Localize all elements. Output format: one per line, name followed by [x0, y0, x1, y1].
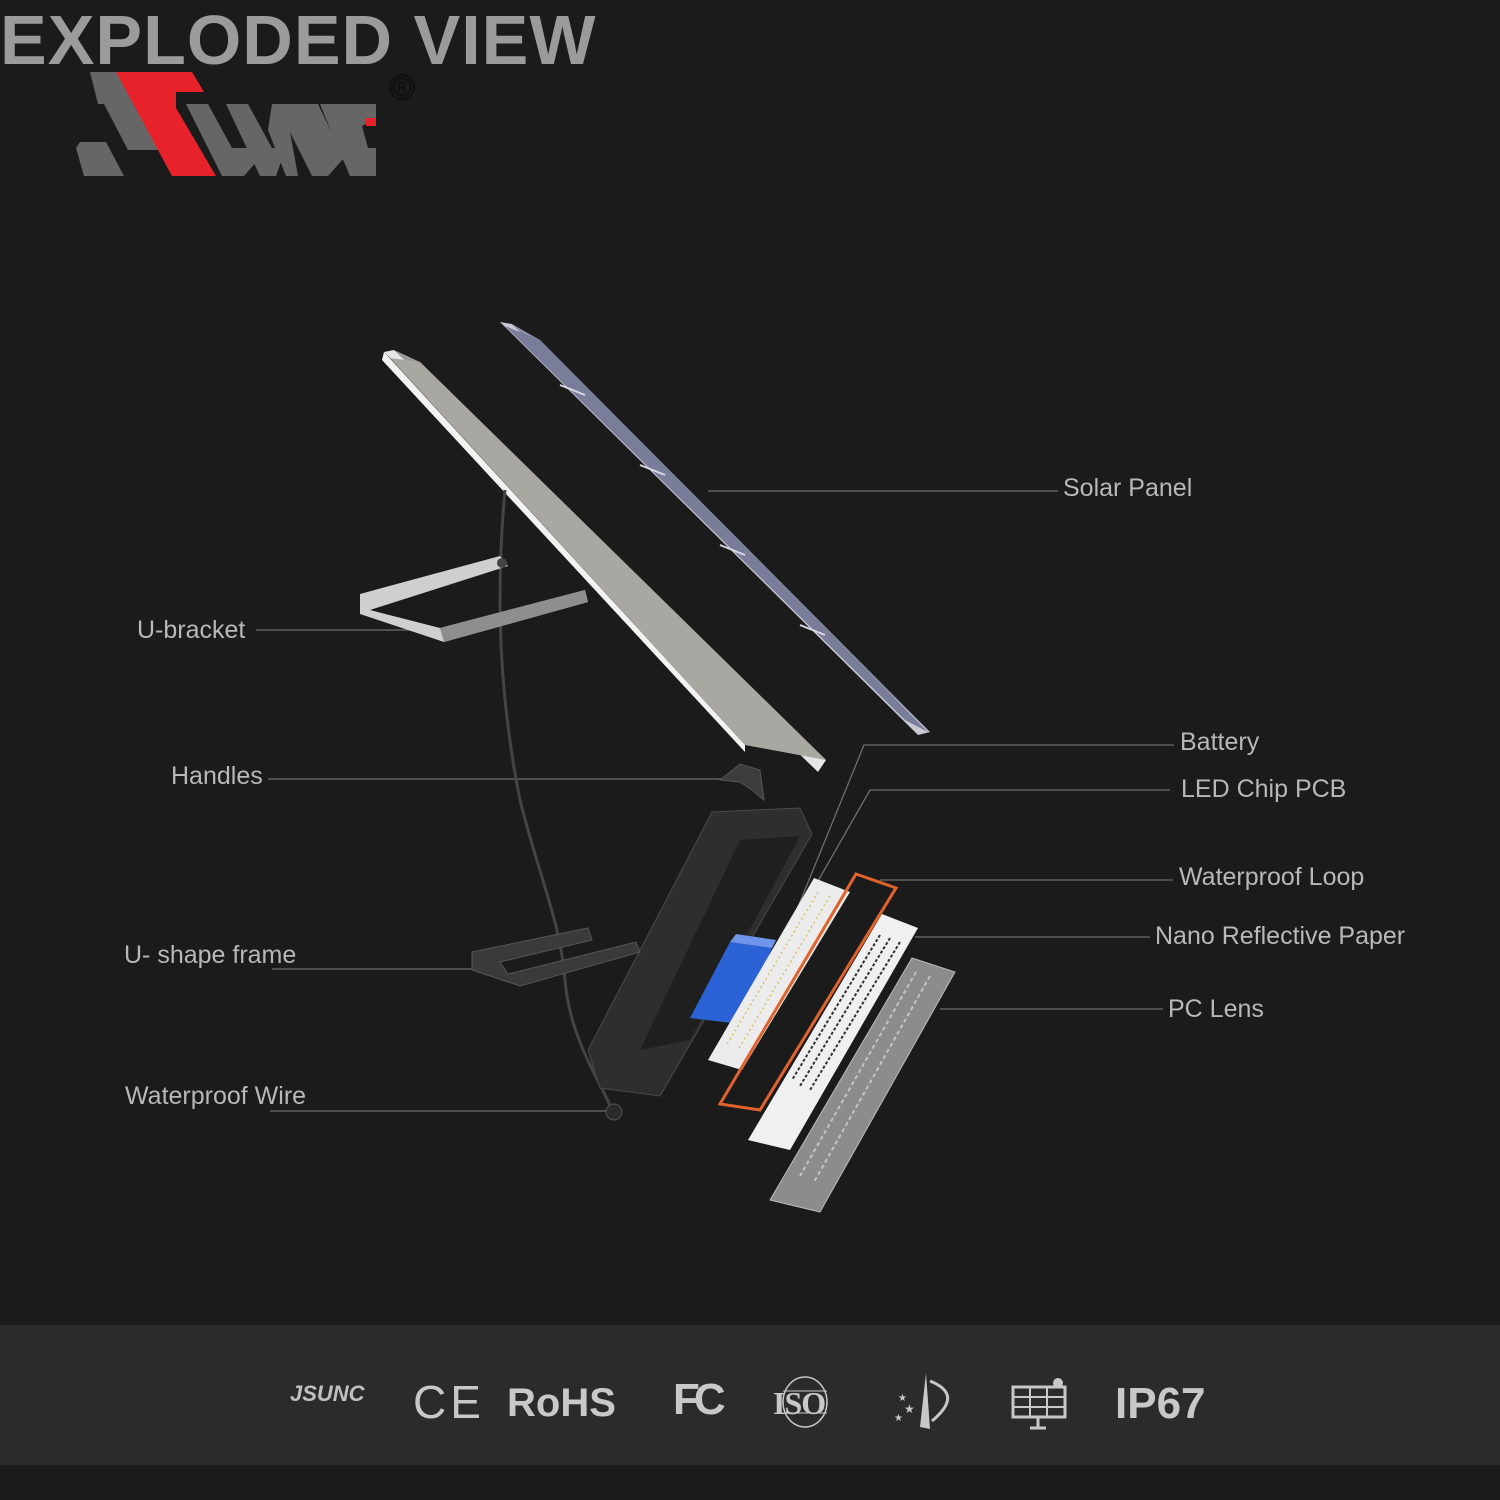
u-bracket	[360, 556, 588, 642]
svg-text:★: ★	[904, 1402, 915, 1416]
label-waterproof-loop: Waterproof Loop	[1179, 863, 1365, 891]
certification-bar: JSUNC CE RoHS FC ISO ★★★ IP67	[0, 1325, 1500, 1465]
ce-icon: CE	[413, 1376, 485, 1428]
label-u-bracket: U-bracket	[137, 616, 246, 644]
label-battery: Battery	[1180, 728, 1260, 756]
ip67-icon: IP67	[1115, 1379, 1206, 1428]
panel-housing	[382, 350, 826, 772]
pc-lens	[769, 957, 956, 1213]
quality-star-icon: ★★★	[894, 1373, 950, 1429]
registered-mark: ®	[392, 72, 411, 102]
label-led-chip-pcb: LED Chip PCB	[1181, 775, 1347, 803]
brand-logo: ®	[76, 72, 416, 176]
label-nano-reflective-paper: Nano Reflective Paper	[1155, 922, 1406, 950]
iso-icon: ISO	[773, 1375, 837, 1429]
waterproof-loop	[717, 872, 899, 1112]
label-pc-lens: PC Lens	[1168, 995, 1264, 1023]
label-waterproof-wire: Waterproof Wire	[125, 1082, 307, 1110]
battery	[690, 934, 776, 1024]
page-title: EXPLODED VIEW	[0, 1, 597, 79]
label-handles: Handles	[171, 762, 263, 790]
svg-text:★: ★	[894, 1413, 903, 1424]
brand-logo-icon: JSUNC	[290, 1381, 365, 1406]
housing-body	[587, 807, 813, 1097]
u-shape-frame	[471, 927, 641, 987]
label-solar-panel: Solar Panel	[1063, 474, 1193, 502]
solar-panel	[500, 322, 930, 735]
rohs-icon: RoHS	[507, 1381, 616, 1425]
led-chip-pcb	[708, 878, 850, 1070]
label-u-shape-frame: U- shape frame	[124, 941, 297, 969]
svg-text:★: ★	[898, 1393, 907, 1404]
iso-text: ISO	[773, 1385, 826, 1421]
exploded-view-diagram	[256, 322, 1174, 1213]
fcc-icon: FC	[673, 1375, 726, 1424]
solar-panel-icon	[1011, 1378, 1067, 1430]
nano-reflective-paper	[748, 914, 918, 1150]
handles	[718, 763, 765, 802]
